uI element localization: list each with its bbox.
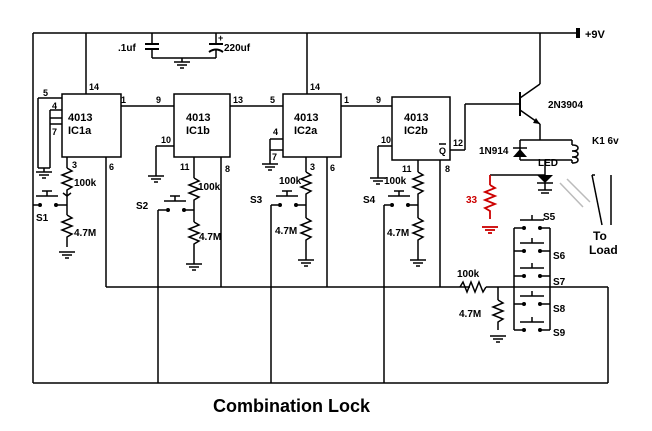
cap2-label: 220uf xyxy=(224,43,251,54)
s3-label: S3 xyxy=(250,195,263,206)
ic2b-pin11: 11 xyxy=(402,164,412,174)
ic2b-chip: 4013 IC2b xyxy=(391,96,451,161)
ic2b-pin10-ground xyxy=(370,145,392,185)
s5-label: S5 xyxy=(543,212,556,223)
reset-res1: 100k xyxy=(457,269,480,280)
ic2b-pin12: 12 xyxy=(453,138,463,148)
ic2a-part: 4013 xyxy=(294,112,318,124)
ic2b-pin10: 10 xyxy=(381,135,391,145)
relay-coil-k1 xyxy=(571,144,579,164)
switch-s7[interactable] xyxy=(514,263,550,278)
switch-s2[interactable] xyxy=(157,195,194,383)
resistor-33-label: 33 xyxy=(466,195,478,206)
ic1b-res1: 100k xyxy=(198,182,221,193)
reset-res2: 4.7M xyxy=(459,309,481,320)
ic1b-chip: 4013 IC1b xyxy=(173,93,231,158)
s2-label: S2 xyxy=(136,201,149,212)
ic2b-pin8: 8 xyxy=(445,164,450,174)
switch-s3[interactable] xyxy=(270,190,306,383)
ic2a-res2: 4.7M xyxy=(275,226,297,237)
reset-bus xyxy=(106,279,609,383)
bypass-capacitors xyxy=(145,33,224,69)
power-rail xyxy=(32,28,608,384)
ic1a-clock-network xyxy=(59,157,75,259)
ic1a-unit: IC1a xyxy=(68,125,92,137)
ic2a-clock-network xyxy=(298,157,314,267)
ic2a-pin7: 7 xyxy=(272,152,277,162)
switch-s5[interactable] xyxy=(520,215,544,230)
load-to-label: To xyxy=(593,229,607,243)
ic2b-qbar: Q xyxy=(439,146,446,156)
ic1b-pin8: 8 xyxy=(225,164,230,174)
s4-label: S4 xyxy=(363,195,376,206)
ic2a-chip: 4013 IC2a xyxy=(282,93,342,158)
ic2a-pin6: 6 xyxy=(330,163,335,173)
s8-label: S8 xyxy=(553,304,566,315)
ic2b-part: 4013 xyxy=(404,112,428,124)
ic1a-input-wires xyxy=(36,97,62,179)
cap2-plus: + xyxy=(218,33,223,43)
ic2b-res2: 4.7M xyxy=(387,228,409,239)
ic2b-clock-network xyxy=(410,160,426,267)
ic1a-res1: 100k xyxy=(74,178,97,189)
current-limit-resistor-33 xyxy=(482,174,545,234)
ic2b-unit: IC2b xyxy=(404,125,428,137)
ic1a-pin7: 7 xyxy=(52,127,57,137)
s6-label: S6 xyxy=(553,251,566,262)
relay-label: K1 6v xyxy=(592,136,619,147)
ic1a-res2: 4.7M xyxy=(74,228,96,239)
ic1b-pin10: 10 xyxy=(161,135,171,145)
ic1b-part: 4013 xyxy=(186,112,210,124)
ic1b-clock-network xyxy=(186,157,202,271)
ic2a-pin3: 3 xyxy=(310,162,315,172)
ic1a-part: 4013 xyxy=(68,112,92,124)
page-title: Combination Lock xyxy=(213,396,371,416)
ic2a-pin1: 1 xyxy=(344,95,349,105)
cap1-label: .1uf xyxy=(118,43,136,54)
relay-contacts xyxy=(559,174,612,226)
ic1a-pin4: 4 xyxy=(52,101,57,111)
ic2b-pin9: 9 xyxy=(376,95,381,105)
supply-label: +9V xyxy=(585,29,606,41)
ic1a-pin5: 5 xyxy=(43,88,48,98)
switch-s8[interactable] xyxy=(514,291,550,306)
s7-label: S7 xyxy=(553,277,566,288)
ic2a-unit: IC2a xyxy=(294,125,318,137)
transistor-2n3904 xyxy=(519,33,541,125)
ic2a-pin4: 4 xyxy=(273,127,278,137)
ic2a-pin5: 5 xyxy=(270,95,275,105)
ic1a-pin6: 6 xyxy=(109,162,114,172)
diode-1n914 xyxy=(513,147,527,157)
ic1a-pin14: 14 xyxy=(89,82,99,92)
diode-label: 1N914 xyxy=(479,146,509,157)
ic1b-pin10-ground xyxy=(148,145,174,183)
ic1a-pin3: 3 xyxy=(72,160,77,170)
switch-s1[interactable] xyxy=(33,190,67,207)
s1-label: S1 xyxy=(36,213,49,224)
vcc-pin14-wires xyxy=(85,33,308,94)
ic1b-unit: IC1b xyxy=(186,125,210,137)
switch-s6[interactable] xyxy=(514,238,550,253)
s9-label: S9 xyxy=(553,328,566,339)
ic2a-pin14: 14 xyxy=(310,82,320,92)
transistor-label: 2N3904 xyxy=(548,100,583,111)
led-indicator xyxy=(537,175,553,194)
ic2b-res1: 100k xyxy=(384,176,407,187)
switch-s9[interactable] xyxy=(514,317,550,332)
ic2a-res1: 100k xyxy=(279,176,302,187)
ic1b-pin13: 13 xyxy=(233,95,243,105)
ic1b-pin11: 11 xyxy=(180,162,190,172)
ic1a-pin1: 1 xyxy=(121,95,126,105)
led-label: LED xyxy=(538,158,558,169)
ic1b-res2: 4.7M xyxy=(199,232,221,243)
ic1a-chip: 4013 IC1a xyxy=(61,93,122,158)
load-label: Load xyxy=(589,243,618,257)
ic1b-pin9: 9 xyxy=(156,95,161,105)
switch-s4[interactable] xyxy=(383,190,418,383)
ic2a-pin4-7-ground xyxy=(262,138,283,171)
